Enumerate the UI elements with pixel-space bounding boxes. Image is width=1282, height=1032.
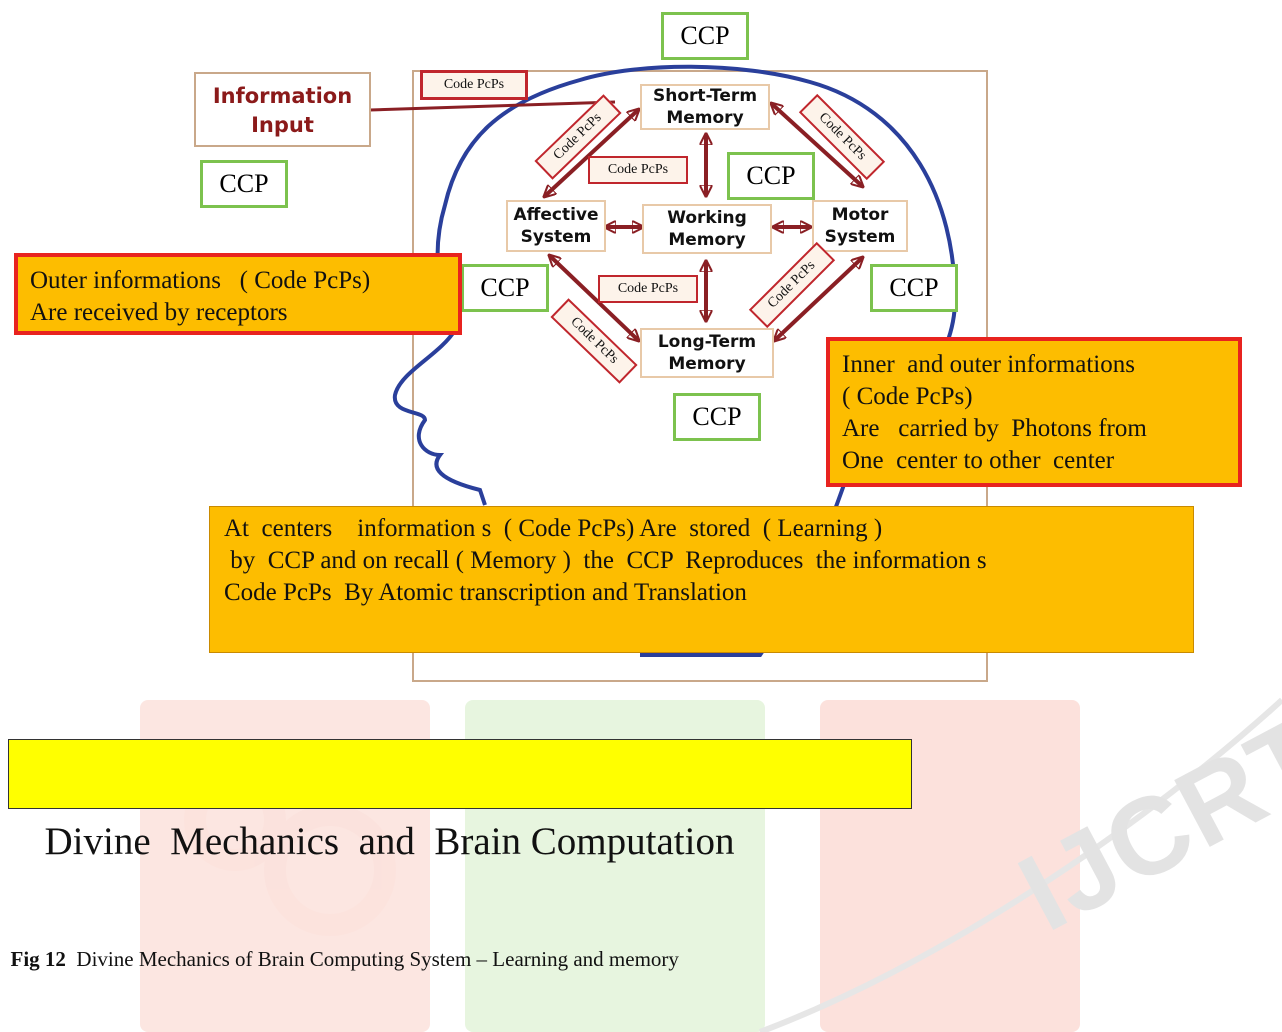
- code-pcps-label: Code PcPs: [598, 275, 698, 303]
- information-input-line1: Information: [212, 84, 353, 108]
- caption-text: Divine Mechanics of Brain Computing Syst…: [65, 947, 679, 971]
- caption-label: Fig 12: [10, 947, 66, 971]
- ccp-box-mid-right: CCP: [870, 264, 958, 312]
- outer-informations-box: Outer informations ( Code PcPs) Are rece…: [14, 253, 462, 335]
- watermark-swoosh: [758, 697, 1282, 1032]
- node-motor-system: Motor System: [812, 200, 908, 252]
- ccp-box-mid-left: CCP: [461, 264, 549, 312]
- inner-box-line2: ( Code PcPs): [842, 383, 973, 410]
- information-input-line2: Input: [251, 113, 314, 137]
- node-label: System: [520, 227, 592, 247]
- title-banner-text: Divine Mechanics and Brain Computation: [44, 820, 735, 863]
- figure-caption: Fig 12 Divine Mechanics of Brain Computi…: [0, 922, 679, 972]
- title-banner: Divine Mechanics and Brain Computation: [8, 739, 912, 863]
- node-affective-system: Affective System: [506, 200, 606, 252]
- node-label: Working: [667, 208, 747, 228]
- code-pcps-label: Code PcPs: [588, 156, 688, 184]
- inner-box-line4: One center to other center: [842, 447, 1115, 474]
- arrow-longterm-motor: [775, 258, 862, 340]
- inner-outer-informations-box: Inner and outer informations ( Code PcPs…: [826, 337, 1242, 487]
- node-label: Memory: [666, 108, 744, 128]
- arrows: [545, 104, 862, 340]
- inner-box-line3: Are carried by Photons from: [842, 415, 1147, 442]
- centers-storage-box: At centers information s ( Code PcPs) Ar…: [209, 506, 1194, 653]
- centers-box-line2: by CCP and on recall ( Memory ) the CCP …: [224, 547, 987, 574]
- node-label: Affective: [513, 205, 599, 225]
- centers-box-line3: Code PcPs By Atomic transcription and Tr…: [224, 579, 747, 606]
- ccp-box-left: CCP: [200, 160, 288, 208]
- node-label: Memory: [668, 354, 746, 374]
- node-long-term-memory: Long-Term Memory: [640, 328, 774, 378]
- input-connector: [369, 100, 616, 112]
- node-short-term-memory: Short-Term Memory: [640, 84, 770, 130]
- node-label: Short-Term: [652, 86, 758, 106]
- ccp-box-bottom: CCP: [673, 393, 761, 441]
- arrow-shortterm-motor: [772, 104, 862, 186]
- node-label: Long-Term: [657, 332, 757, 352]
- node-label: System: [824, 227, 896, 247]
- node-working-memory: Working Memory: [642, 204, 772, 254]
- information-input-box: Information Input: [194, 72, 371, 147]
- ccp-box-top: CCP: [661, 12, 749, 60]
- outer-box-line2: Are received by receptors: [30, 299, 288, 326]
- node-label: Motor: [831, 205, 889, 225]
- code-pcps-label: Code PcPs: [420, 70, 528, 100]
- arrow-affective-shortterm: [545, 110, 638, 196]
- ccp-box-center: CCP: [727, 152, 815, 200]
- arrow-affective-longterm: [550, 256, 638, 340]
- node-label: Memory: [668, 230, 746, 250]
- inner-box-line1: Inner and outer informations: [842, 351, 1135, 378]
- outer-box-line1: Outer informations ( Code PcPs): [30, 267, 371, 294]
- centers-box-line1: At centers information s ( Code PcPs) Ar…: [224, 515, 883, 542]
